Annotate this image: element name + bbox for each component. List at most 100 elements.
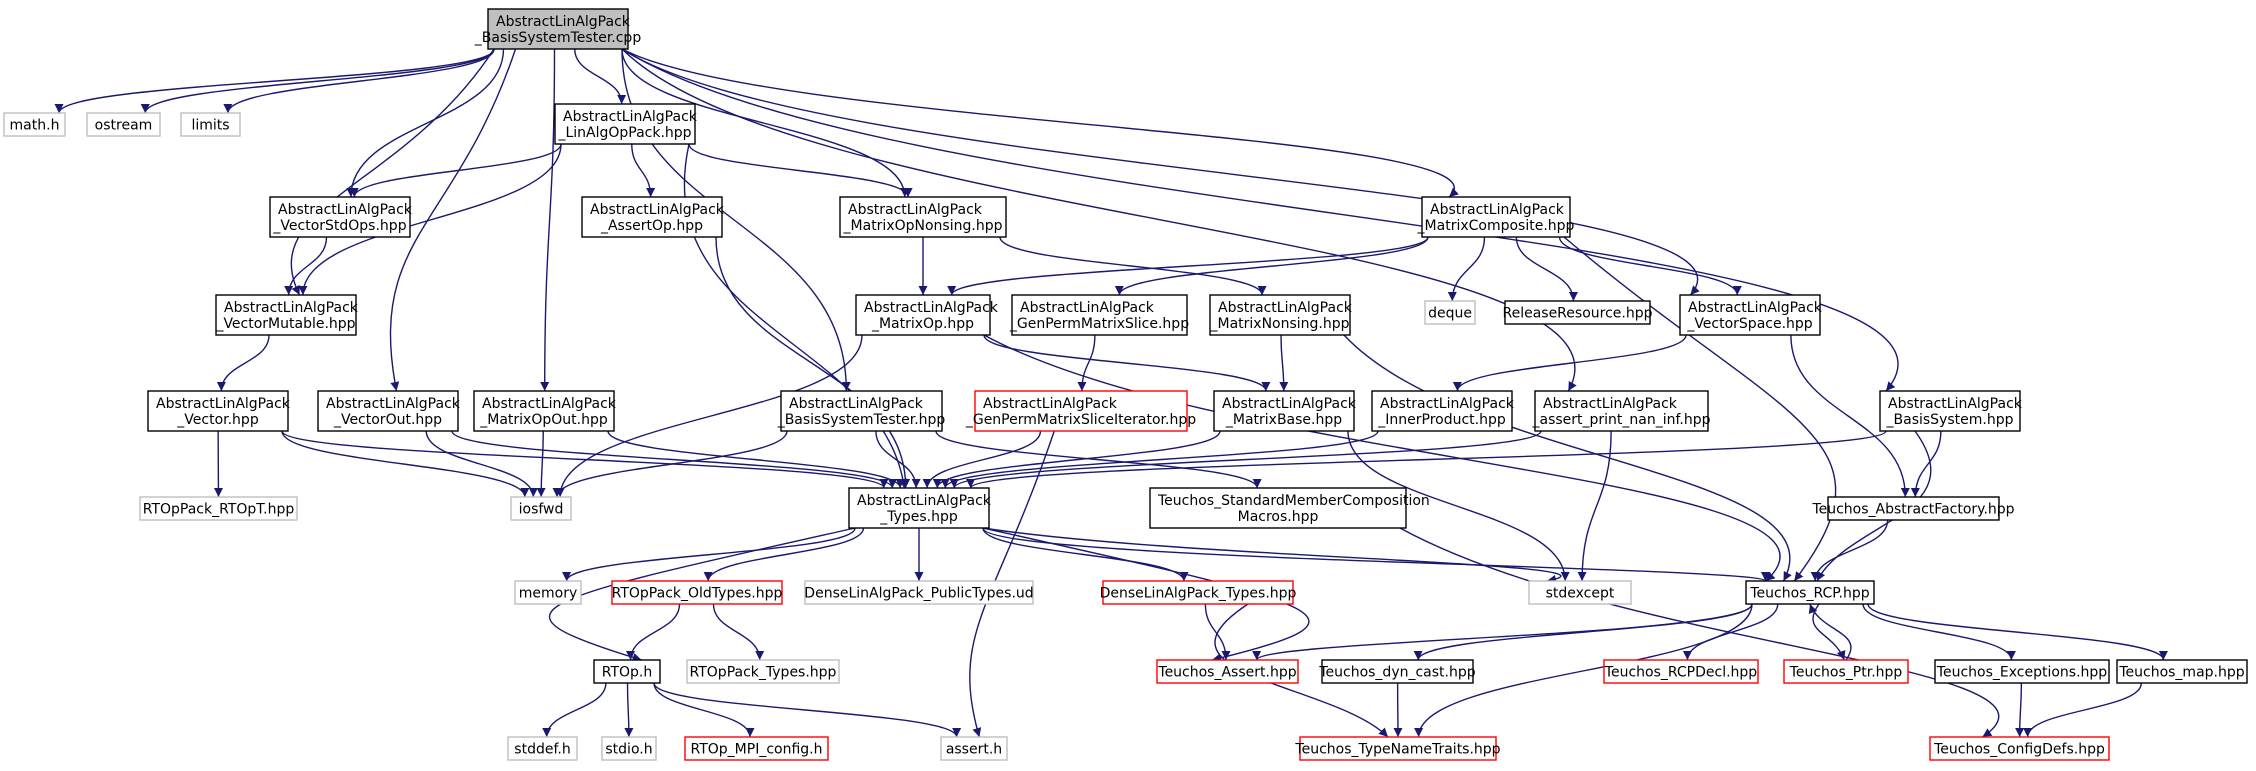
- node-box: [139, 496, 298, 521]
- file-node-matop[interactable]: AbstractLinAlgPack_MatrixOp.hpp: [855, 294, 999, 336]
- file-node-root[interactable]: AbstractLinAlgPack_BasisSystemTester.cpp: [474, 8, 642, 50]
- edge-line: [562, 527, 856, 582]
- include-edge: [940, 430, 1379, 489]
- include-edge: [607, 430, 905, 489]
- file-node-vector[interactable]: AbstractLinAlgPack_Vector.hpp: [147, 390, 291, 432]
- include-edge: [281, 430, 530, 498]
- node-label-line: Teuchos_Ptr.hpp: [1789, 665, 1903, 681]
- file-node-oldtypes[interactable]: RTOpPack_OldTypes.hpp: [611, 580, 783, 605]
- node-box: [1209, 294, 1351, 336]
- include-edge: [983, 334, 1271, 392]
- file-node-absfactory[interactable]: Teuchos_AbstractFactory.hpp: [1811, 496, 2015, 521]
- node-box: [215, 294, 357, 336]
- file-node-dyncast[interactable]: Teuchos_dyn_cast.hpp: [1318, 659, 1476, 684]
- node-box: [1321, 659, 1474, 684]
- node-box: [3, 112, 66, 137]
- edge-line: [223, 48, 495, 114]
- edge-line: [1413, 603, 1753, 661]
- edge-line: [1515, 236, 1578, 302]
- file-node-rcpdecl[interactable]: Teuchos_RCPDecl.hpp: [1603, 659, 1759, 684]
- node-box: [581, 196, 723, 238]
- node-box: [1421, 196, 1571, 238]
- edge-line: [712, 603, 765, 661]
- include-edge: [982, 527, 1310, 663]
- file-node-tassert[interactable]: Teuchos_Assert.hpp: [1156, 659, 1299, 684]
- edge-line: [982, 527, 1562, 584]
- node-label-line: iosfwd: [519, 502, 564, 518]
- node-box: [2116, 659, 2248, 684]
- node-box: [1156, 659, 1299, 684]
- node-label-line: AbstractLinAlgPack: [326, 396, 461, 412]
- file-node-linalgop[interactable]: AbstractLinAlgPack_LinAlgOpPack.hpp: [554, 103, 698, 145]
- file-node-matopnon[interactable]: AbstractLinAlgPack_MatrixOpNonsing.hpp: [839, 196, 1007, 238]
- include-edge: [621, 48, 1899, 392]
- file-node-ptr[interactable]: Teuchos_Ptr.hpp: [1783, 659, 1909, 684]
- file-node-mpiconfig[interactable]: RTOp_MPI_config.h: [684, 736, 829, 761]
- include-edge: [349, 143, 562, 198]
- node-box: [86, 112, 161, 137]
- file-node-configdefs[interactable]: Teuchos_ConfigDefs.hpp: [1929, 736, 2110, 761]
- include-edge: [1558, 236, 1742, 296]
- file-node-bstester[interactable]: AbstractLinAlgPack_BasisSystemTester.hpp: [777, 390, 946, 432]
- node-box: [147, 390, 289, 432]
- node-label-line: AbstractLinAlgPack: [278, 202, 413, 218]
- file-node-matcomp[interactable]: AbstractLinAlgPack_MatrixComposite.hpp: [1417, 196, 1575, 238]
- node-box: [1299, 736, 1497, 761]
- include-edge: [653, 682, 755, 738]
- include-edge: [346, 48, 505, 198]
- file-node-assertop[interactable]: AbstractLinAlgPack_AssertOp.hpp: [581, 196, 725, 238]
- file-node-vecout[interactable]: AbstractLinAlgPack_VectorOut.hpp: [317, 390, 461, 432]
- include-edge: [1447, 236, 1486, 302]
- include-edge: [631, 143, 656, 198]
- node-label-line: RTOp_MPI_config.h: [691, 742, 823, 758]
- file-node-genperm[interactable]: AbstractLinAlgPack_GenPermMatrixSlice.hp…: [1009, 294, 1189, 336]
- file-node-vecstdops[interactable]: AbstractLinAlgPack_VectorStdOps.hpp: [269, 196, 413, 238]
- file-node-vecspace[interactable]: AbstractLinAlgPack_VectorSpace.hpp: [1679, 294, 1823, 336]
- node-box: [1679, 294, 1821, 336]
- edge-line: [631, 143, 656, 198]
- node-box: [1424, 300, 1476, 325]
- file-node-densetypes[interactable]: DenseLinAlgPack_Types.hpp: [1100, 580, 1297, 605]
- node-label-line: Macros.hpp: [1238, 509, 1319, 525]
- file-node-vecmut[interactable]: AbstractLinAlgPack_VectorMutable.hpp: [215, 294, 359, 336]
- node-box: [317, 390, 459, 432]
- node-label-line: Teuchos_map.hpp: [2118, 665, 2244, 681]
- include-edge: [451, 430, 897, 489]
- file-node-densepub: DenseLinAlgPack_PublicTypes.ud: [804, 580, 1034, 605]
- node-label-line: AbstractLinAlgPack: [789, 396, 924, 412]
- node-label-line: math.h: [10, 118, 60, 134]
- node-box: [601, 736, 657, 761]
- edge-line: [1682, 603, 1779, 661]
- file-node-matbase[interactable]: AbstractLinAlgPack_MatrixBase.hpp: [1213, 390, 1357, 432]
- file-node-assertnan[interactable]: AbstractLinAlgPack_assert_print_nan_inf.…: [1531, 390, 1711, 432]
- file-node-map[interactable]: Teuchos_map.hpp: [2116, 659, 2248, 684]
- file-node-matnon[interactable]: AbstractLinAlgPack_MatrixNonsing.hpp: [1209, 294, 1353, 336]
- node-box: [974, 390, 1188, 432]
- file-node-stdmember[interactable]: Teuchos_StandardMemberCompositionMacros.…: [1149, 487, 1430, 529]
- edge-line: [983, 334, 1271, 392]
- node-label-line: AbstractLinAlgPack: [482, 396, 617, 412]
- edge-line: [425, 430, 538, 498]
- file-node-rtop[interactable]: RTOp.h: [593, 659, 661, 684]
- include-edge: [425, 430, 538, 498]
- edge-line: [624, 682, 634, 738]
- file-node-types[interactable]: AbstractLinAlgPack_Types.hpp: [848, 487, 992, 529]
- file-node-typenametraits[interactable]: Teuchos_TypeNameTraits.hpp: [1294, 736, 1501, 761]
- node-label-line: ReleaseResource.hpp: [1502, 306, 1652, 322]
- file-node-rcp[interactable]: Teuchos_RCP.hpp: [1745, 580, 1875, 605]
- file-node-exceptions[interactable]: Teuchos_Exceptions.hpp: [1934, 659, 2110, 684]
- node-label-line: RTOp.h: [602, 665, 653, 681]
- file-node-matopout[interactable]: AbstractLinAlgPack_MatrixOpOut.hpp: [473, 390, 617, 432]
- edge-line: [621, 48, 1700, 296]
- edge-line: [621, 48, 1459, 198]
- node-box: [1149, 487, 1407, 529]
- file-node-relres[interactable]: ReleaseResource.hpp: [1502, 300, 1653, 325]
- file-node-innerprod[interactable]: AbstractLinAlgPack_InnerProduct.hpp: [1371, 390, 1515, 432]
- edge-line: [54, 48, 495, 114]
- file-node-genpermit[interactable]: AbstractLinAlgPack_GenPermMatrixSliceIte…: [965, 390, 1196, 432]
- include-edge: [982, 527, 1770, 582]
- node-label-line: Teuchos_RCPDecl.hpp: [1604, 665, 1758, 681]
- file-node-basissys[interactable]: AbstractLinAlgPack_BasisSystem.hpp: [1879, 390, 2023, 432]
- edge-line: [1204, 603, 1231, 661]
- edge-line: [1577, 430, 1612, 582]
